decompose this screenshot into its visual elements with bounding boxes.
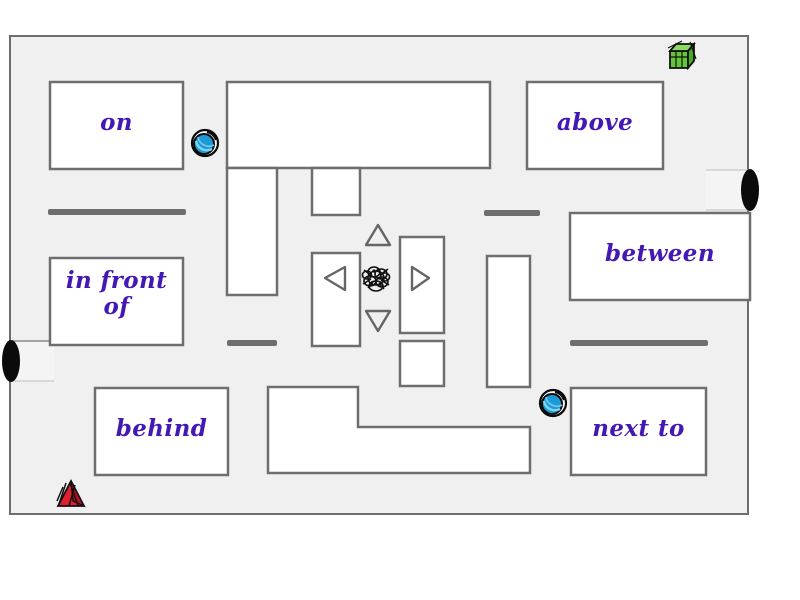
block-right-arrow-room [398, 235, 446, 335]
arrow-right-icon[interactable] [410, 265, 431, 292]
room-between[interactable] [568, 211, 752, 302]
wall-bar-upper-left [48, 209, 186, 215]
room-on[interactable] [48, 80, 185, 171]
room-above[interactable] [525, 80, 665, 171]
wall-bar-mid-upper [484, 210, 540, 216]
room-in-front-of[interactable] [48, 256, 185, 347]
maze-blocks [48, 80, 708, 475]
arrow-left-icon[interactable] [323, 265, 347, 292]
wall-bar-mid-left [227, 340, 277, 346]
block-tall-right-mid [485, 254, 532, 389]
arrow-up-icon[interactable] [364, 223, 392, 247]
corridor-east [706, 169, 759, 211]
block-left-arrow-room [310, 251, 362, 348]
spider-agent-icon[interactable] [361, 266, 391, 292]
room-next-to[interactable] [569, 386, 708, 477]
block-small-sq-center [310, 166, 362, 217]
block-top-mid [225, 80, 492, 170]
red-pyramid-icon[interactable] [56, 479, 86, 508]
block-tall-left-mid [225, 166, 279, 297]
tunnel-cap-west [2, 340, 20, 382]
tunnel-cap-east [741, 169, 759, 211]
block-small-sq-lower [398, 339, 446, 388]
arrow-down-icon[interactable] [364, 309, 392, 333]
corridor-west [2, 340, 54, 382]
blue-ball-icon[interactable] [538, 388, 568, 418]
room-behind[interactable] [93, 386, 230, 477]
blue-ball-icon[interactable] [190, 128, 220, 158]
block-l-shape-bottom [266, 385, 532, 475]
wall-bar-right [570, 340, 708, 346]
green-cube-icon[interactable] [667, 40, 697, 71]
